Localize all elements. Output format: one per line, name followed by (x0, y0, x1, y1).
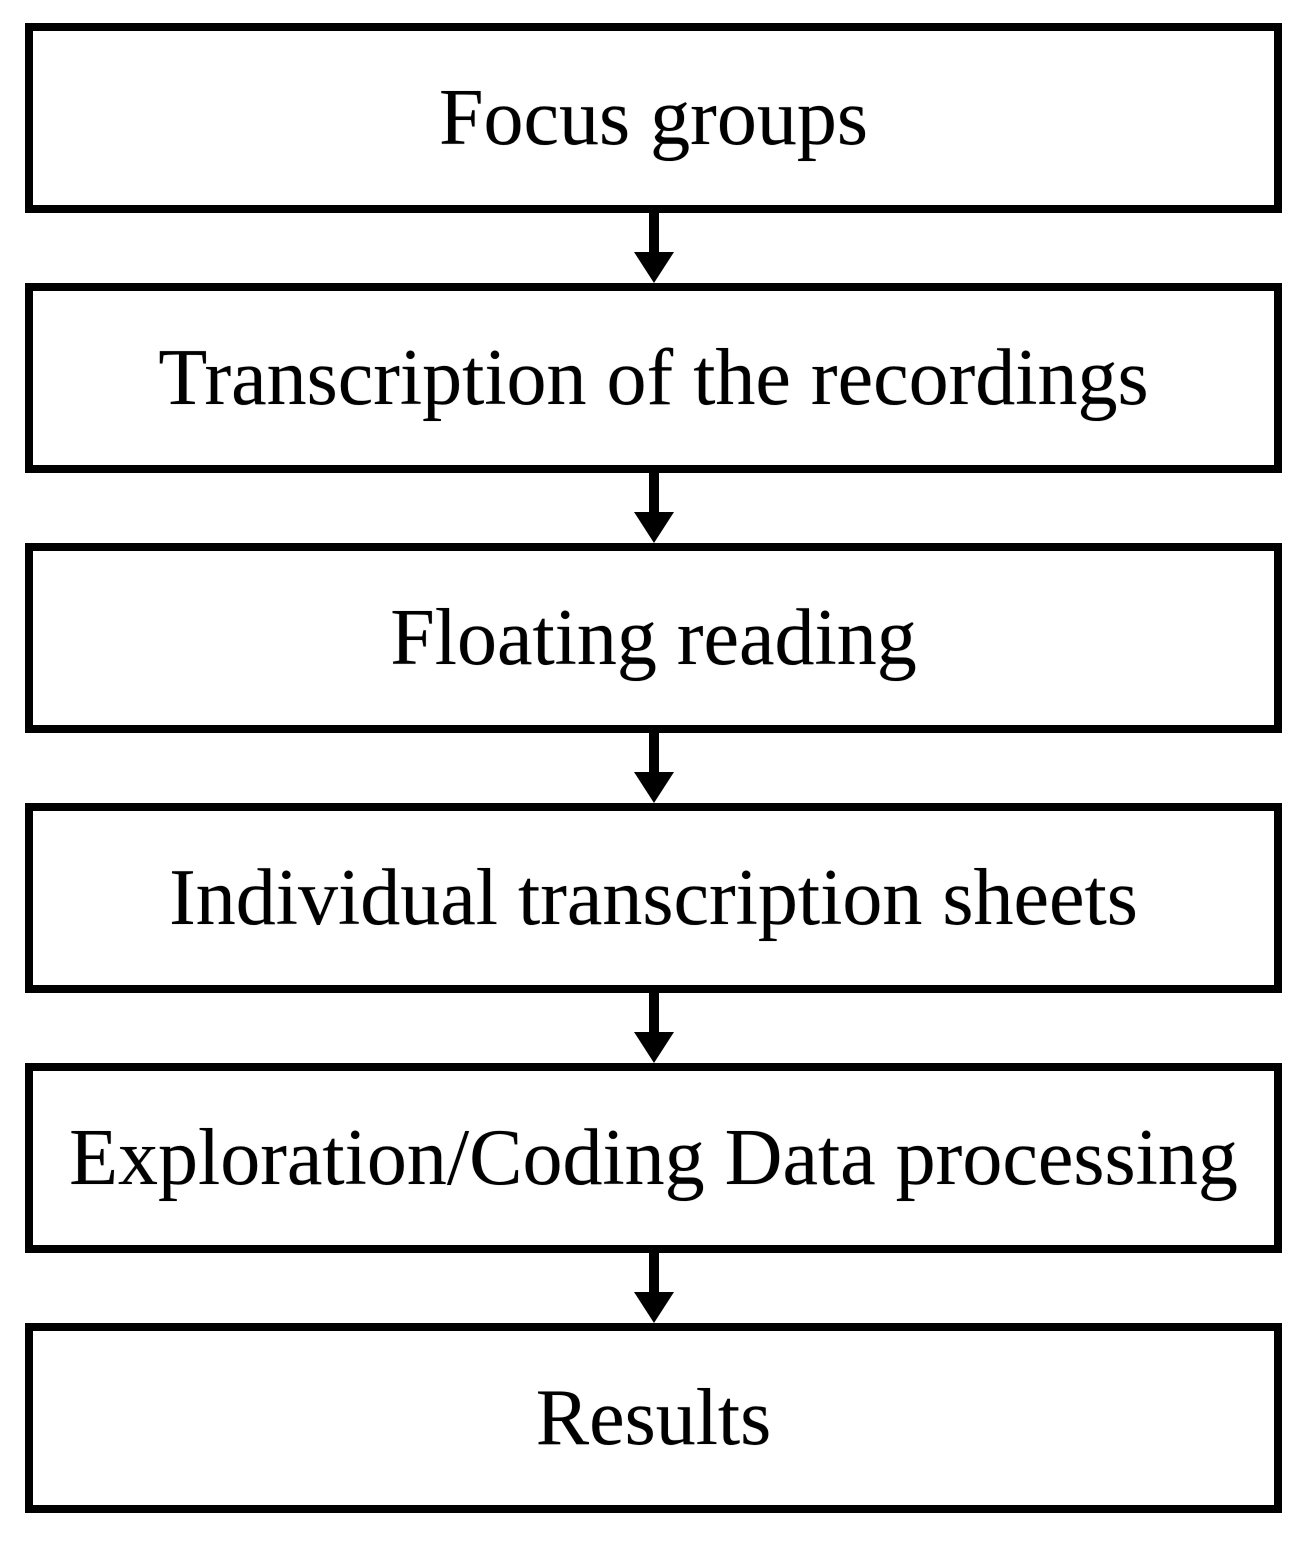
arrow-down-icon (25, 993, 1282, 1063)
flowchart: Focus groups Transcription of the record… (25, 23, 1282, 1513)
step-box-focus-groups: Focus groups (25, 23, 1282, 213)
step-label: Results (535, 1374, 772, 1462)
step-label: Exploration/Coding Data processing (69, 1114, 1238, 1202)
arrow-head (633, 1032, 674, 1063)
arrow-down-icon (25, 213, 1282, 283)
arrow-stem (648, 213, 659, 252)
arrow-stem (648, 993, 659, 1032)
arrow-head (633, 512, 674, 543)
step-box-transcription-of-recordings: Transcription of the recordings (25, 283, 1282, 473)
arrow-down-icon (25, 1253, 1282, 1323)
step-box-floating-reading: Floating reading (25, 543, 1282, 733)
arrow-head (633, 772, 674, 803)
arrow-stem (648, 733, 659, 772)
arrow-down-icon (25, 733, 1282, 803)
arrow-head (633, 252, 674, 283)
step-label: Floating reading (390, 594, 917, 682)
step-label: Transcription of the recordings (158, 334, 1149, 422)
arrow-head (633, 1292, 674, 1323)
step-label: Focus groups (439, 74, 868, 162)
step-box-exploration-coding-data-processing: Exploration/Coding Data processing (25, 1063, 1282, 1253)
arrow-stem (648, 473, 659, 512)
step-box-individual-transcription-sheets: Individual transcription sheets (25, 803, 1282, 993)
step-label: Individual transcription sheets (169, 854, 1138, 942)
arrow-stem (648, 1253, 659, 1292)
arrow-down-icon (25, 473, 1282, 543)
step-box-results: Results (25, 1323, 1282, 1513)
